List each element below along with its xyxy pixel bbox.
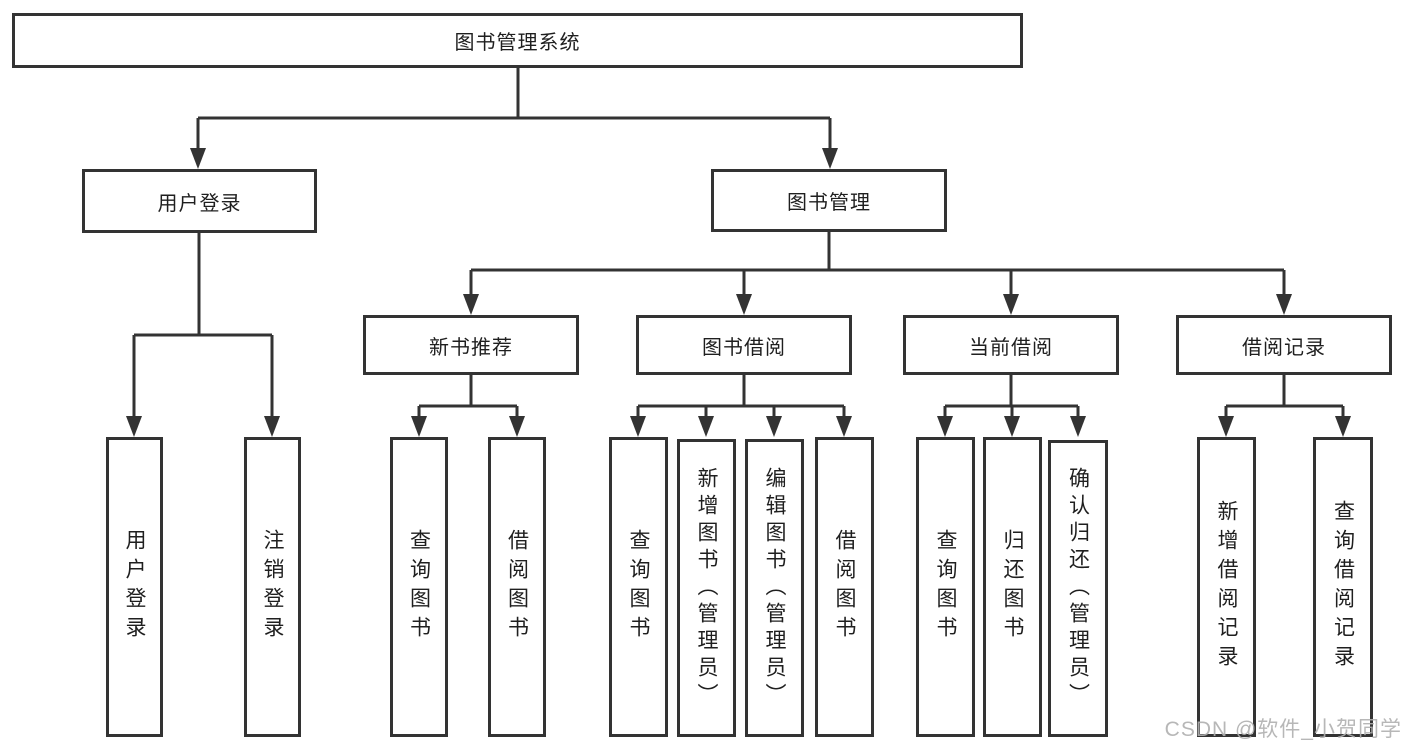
node-book-management-label: 图书管理 — [787, 192, 871, 214]
leaf-cb-confirm-return-admin-label: 确认归还（管理员） — [1066, 467, 1090, 710]
leaf-bb-edit-books-admin: 编辑图书（管理员） — [745, 439, 804, 737]
node-user-login: 用户登录 — [82, 169, 317, 233]
leaf-nbr-borrow-books-label: 借阅图书 — [505, 529, 529, 645]
connector-bookmgmt-to-level3 — [469, 232, 1286, 298]
leaf-bb-edit-books-admin-label: 编辑图书（管理员） — [763, 466, 787, 710]
leaf-nbr-query-books: 查询图书 — [390, 437, 448, 737]
leaf-nbr-query-books-label: 查询图书 — [407, 529, 431, 645]
leaf-bb-query-books-label: 查询图书 — [627, 529, 651, 645]
leaf-bb-add-books-admin-label: 新增图书（管理员） — [695, 466, 719, 710]
connector-newbookrec-to-leaves — [417, 375, 519, 420]
leaf-cb-return-books: 归还图书 — [983, 437, 1042, 737]
leaf-bb-borrow-books-label: 借阅图书 — [833, 529, 857, 645]
leaf-bb-add-books-admin: 新增图书（管理员） — [677, 439, 736, 737]
node-borrow-records: 借阅记录 — [1176, 315, 1392, 375]
leaf-cb-return-books-label: 归还图书 — [1001, 529, 1025, 645]
leaf-br-add-record-label: 新增借阅记录 — [1215, 500, 1239, 674]
leaf-user-login: 用户登录 — [106, 437, 163, 737]
leaf-cb-query-books-label: 查询图书 — [934, 529, 958, 645]
leaf-cb-query-books: 查询图书 — [916, 437, 975, 737]
arrowheads — [126, 148, 1351, 437]
leaf-cb-confirm-return-admin: 确认归还（管理员） — [1048, 440, 1108, 737]
node-root: 图书管理系统 — [12, 13, 1023, 68]
node-borrow-records-label: 借阅记录 — [1242, 336, 1326, 359]
connector-root-to-level2 — [196, 68, 832, 152]
leaf-br-add-record: 新增借阅记录 — [1197, 437, 1256, 737]
leaf-logout: 注销登录 — [244, 437, 301, 737]
leaf-user-login-label: 用户登录 — [123, 529, 147, 645]
node-new-book-rec-label: 新书推荐 — [429, 336, 513, 359]
node-book-borrow: 图书借阅 — [636, 315, 852, 375]
node-new-book-rec: 新书推荐 — [363, 315, 579, 375]
node-book-management: 图书管理 — [711, 169, 947, 232]
leaf-bb-query-books: 查询图书 — [609, 437, 668, 737]
node-user-login-label: 用户登录 — [157, 192, 242, 215]
connector-currentborrow-to-leaves — [943, 375, 1080, 420]
connector-borrowrecords-to-leaves — [1224, 375, 1345, 420]
leaf-br-query-record: 查询借阅记录 — [1313, 437, 1373, 737]
node-current-borrow: 当前借阅 — [903, 315, 1119, 375]
leaf-br-query-record-label: 查询借阅记录 — [1331, 500, 1355, 674]
leaf-logout-label: 注销登录 — [261, 529, 285, 645]
node-book-borrow-label: 图书借阅 — [702, 336, 786, 359]
connector-bookborrow-to-leaves — [636, 375, 846, 420]
leaf-nbr-borrow-books: 借阅图书 — [488, 437, 546, 737]
node-current-borrow-label: 当前借阅 — [969, 336, 1053, 359]
connector-userlogin-to-leaves — [132, 233, 274, 420]
leaf-bb-borrow-books: 借阅图书 — [815, 437, 874, 737]
node-root-label: 图书管理系统 — [454, 32, 581, 54]
